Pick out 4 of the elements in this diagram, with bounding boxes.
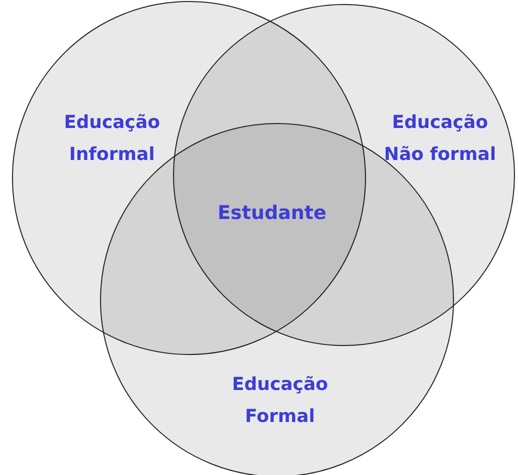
circle-label: Educação Formal [231, 373, 329, 429]
center-label: Estudante [216, 201, 328, 226]
circle-label: Educação Informal [63, 111, 161, 167]
circle-label: Educação Não formal [383, 111, 497, 167]
